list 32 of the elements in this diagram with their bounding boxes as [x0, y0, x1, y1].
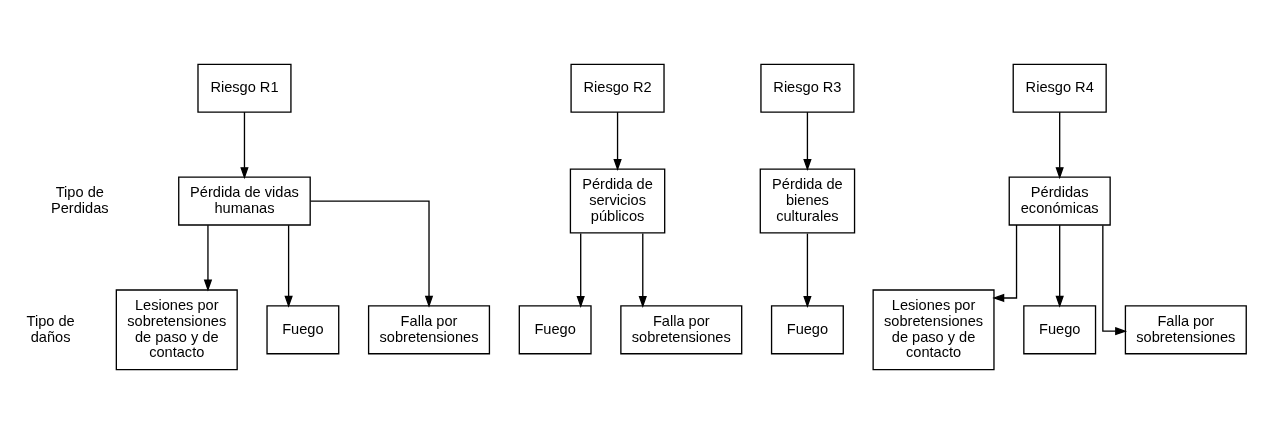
arrow — [803, 232, 812, 308]
arrow — [240, 111, 249, 179]
label: Tipo de daños — [26, 312, 75, 345]
arrow — [576, 232, 585, 308]
arrow — [284, 224, 293, 308]
node-box: Fuego — [518, 304, 592, 354]
arrow — [613, 111, 622, 171]
arrow — [1055, 224, 1064, 308]
node-box: Riesgo R1 — [197, 63, 292, 113]
node-box: Fuego — [1023, 304, 1097, 354]
node-box: Pérdida de bienes culturales — [759, 168, 856, 234]
node-box: Lesiones por sobretensiones de paso y de contacto — [115, 288, 238, 370]
node-box: Riesgo R2 — [570, 63, 665, 113]
arrow — [1102, 224, 1128, 335]
node-box: Pérdidas económicas — [1008, 176, 1111, 226]
node-box: Falla por sobretensiones — [1124, 304, 1247, 354]
node-box: Pérdida de vidas humanas — [178, 176, 311, 226]
arrow — [309, 199, 434, 308]
node-box: Riesgo R4 — [1012, 63, 1107, 113]
node-box: Falla por sobretensiones — [620, 304, 743, 354]
arrow — [638, 232, 647, 308]
node-box: Fuego — [266, 304, 340, 354]
node-box: Lesiones por sobretensiones de paso y de contacto — [872, 288, 995, 370]
node-box: Falla por sobretensiones — [367, 304, 491, 354]
arrow — [803, 111, 812, 171]
node-box: Riesgo R3 — [760, 63, 855, 113]
label: Tipo de Perdidas — [51, 183, 109, 216]
node-box: Fuego — [770, 304, 844, 354]
node-box: Pérdida de servicios públicos — [569, 168, 666, 234]
arrow — [1055, 111, 1064, 179]
arrow — [203, 224, 213, 292]
arrow — [992, 223, 1018, 302]
